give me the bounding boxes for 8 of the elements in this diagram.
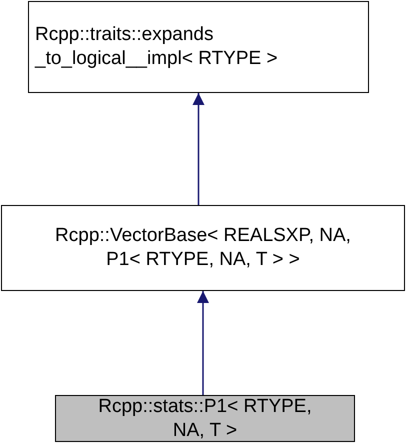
class-box (55, 395, 355, 442)
class-name: Rcpp::VectorBase< REALSXP, NA, P1< RTYPE, NA, T > > (54, 224, 352, 272)
class-box (1, 205, 405, 291)
inheritance-arrow (197, 291, 209, 395)
class-name: Rcpp::traits::expands _to_logical__impl< RTYPE > (35, 23, 279, 71)
class-box (28, 1, 369, 93)
inheritance-arrow (192, 93, 204, 205)
class-name: Rcpp::stats::P1< RTYPE, NA, T > (97, 394, 313, 442)
